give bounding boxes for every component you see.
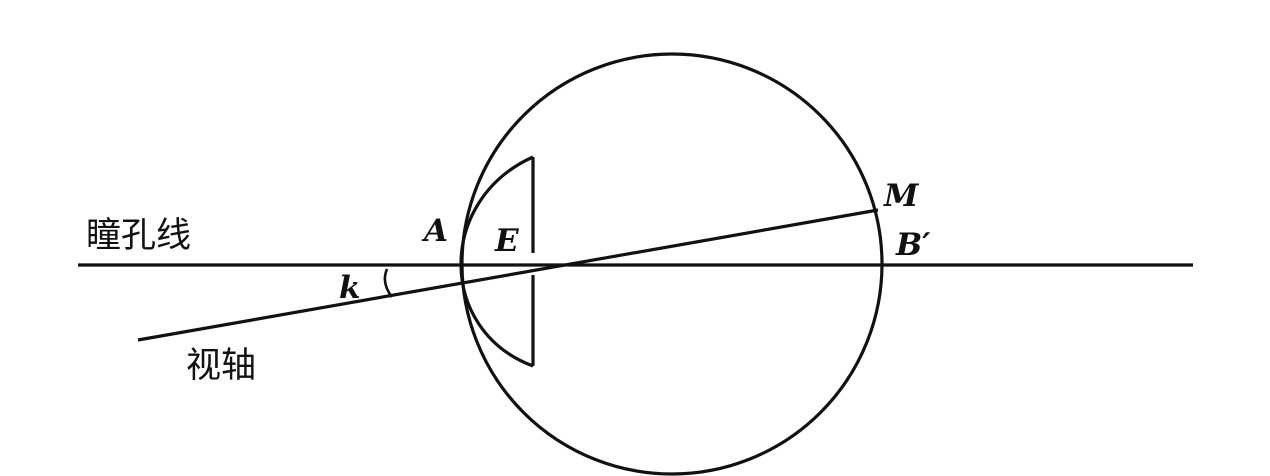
cornea-arc xyxy=(459,155,534,368)
point-b-prime-label: B′ xyxy=(895,227,930,263)
angle-k-label: k xyxy=(339,270,360,306)
visual-axis-label: 视轴 xyxy=(186,346,256,386)
point-e-label: E xyxy=(494,223,519,259)
point-a-label: A xyxy=(421,213,448,249)
pupillary-line-label: 瞳孔线 xyxy=(86,216,191,256)
point-m-label: M xyxy=(883,178,920,214)
visual-axis-line xyxy=(137,208,879,342)
angle-k-arc xyxy=(383,268,394,298)
